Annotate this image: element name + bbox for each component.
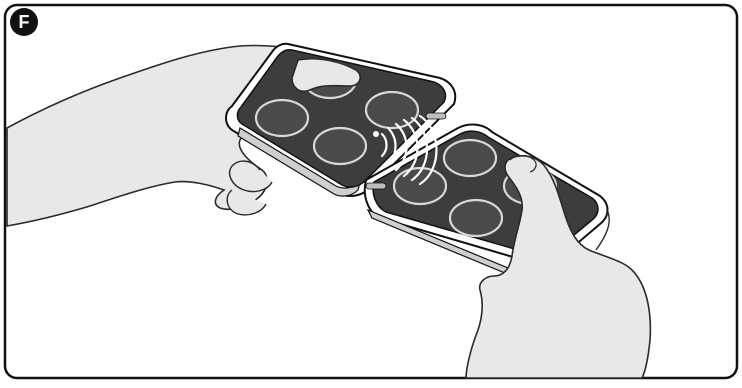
step-label-badge: F [10,8,38,36]
left-remote-button-2 [366,92,418,128]
left-remote-led [426,113,446,119]
left-remote-button-3 [256,100,308,136]
right-remote-button-4 [450,200,502,236]
step-label-text: F [19,12,30,33]
right-remote-button-1 [444,140,496,176]
right-remote-led [366,183,386,189]
left-remote-button-4 [314,128,366,164]
